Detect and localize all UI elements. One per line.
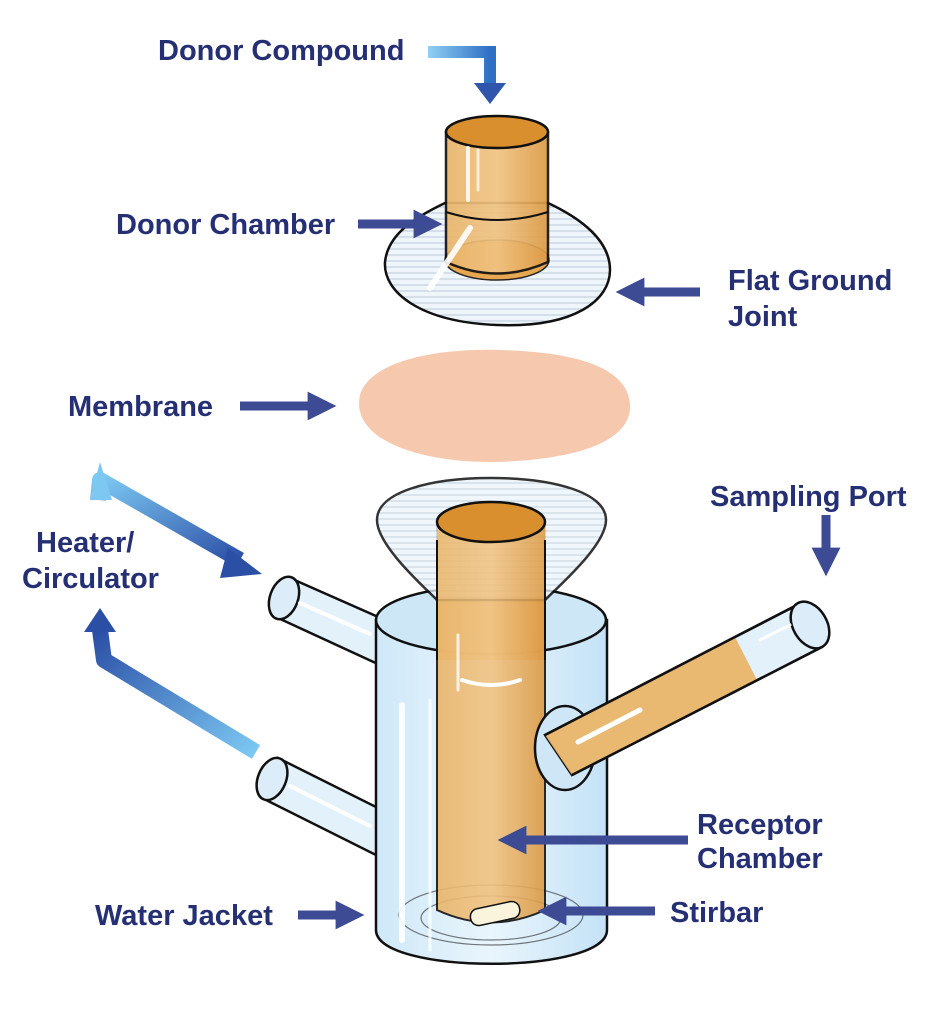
lower-circulation-port bbox=[255, 756, 394, 860]
label-donor-chamber: Donor Chamber bbox=[116, 209, 335, 241]
label-stirbar: Stirbar bbox=[670, 897, 763, 929]
upper-circulation-port bbox=[267, 575, 394, 667]
donor-compound-arrow bbox=[428, 46, 506, 104]
stirbar bbox=[469, 900, 521, 927]
label-membrane: Membrane bbox=[68, 391, 213, 423]
receptor-chamber-top bbox=[435, 500, 547, 544]
label-water-jacket: Water Jacket bbox=[95, 900, 273, 932]
label-heater-line1: Heater/ bbox=[36, 527, 134, 559]
label-sampling-port: Sampling Port bbox=[710, 481, 907, 513]
label-flat-ground-joint-line2: Joint bbox=[728, 301, 798, 333]
label-donor-compound: Donor Compound bbox=[158, 35, 404, 67]
receptor-assembly bbox=[255, 476, 831, 965]
label-receptor-line2: Chamber bbox=[697, 843, 823, 875]
membrane-disc bbox=[359, 349, 631, 463]
sampling-port-arm bbox=[533, 600, 831, 792]
label-flat-ground-joint-line1: Flat Ground bbox=[728, 265, 892, 297]
heater-return-arrow bbox=[84, 608, 261, 759]
heater-out-arrow bbox=[90, 462, 262, 578]
label-receptor-line1: Receptor bbox=[697, 809, 823, 841]
label-heater-line2: Circulator bbox=[22, 563, 159, 595]
donor-chamber-top bbox=[444, 114, 550, 150]
donor-chamber-tube bbox=[444, 130, 550, 275]
